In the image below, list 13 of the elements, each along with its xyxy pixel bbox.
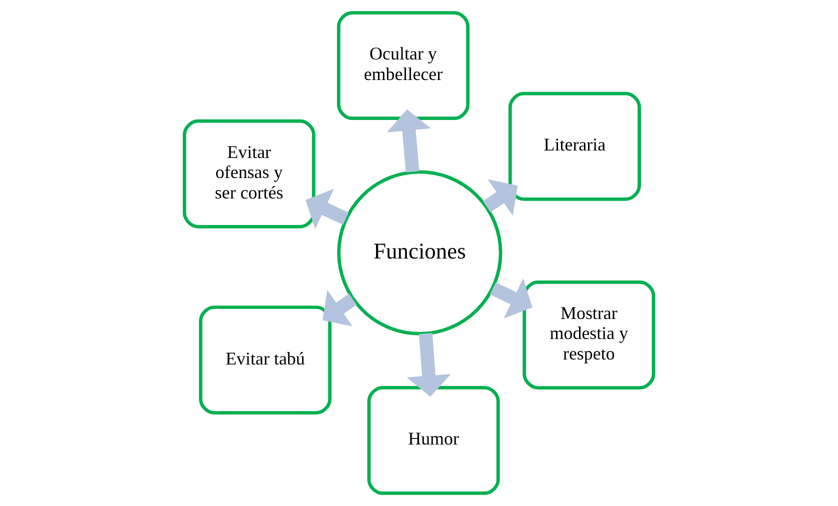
arrow — [322, 290, 357, 326]
node-box: Ocultar y embellecer — [336, 11, 470, 120]
arrow — [305, 188, 349, 229]
node-box: Humor — [367, 386, 500, 495]
node-circle: Funciones — [337, 170, 502, 336]
arrow — [386, 109, 431, 172]
arrow — [482, 179, 518, 216]
node-box: Literaria — [508, 92, 641, 201]
node-box: Evitar ofensas y ser cortés — [182, 119, 316, 228]
node-box: Mostrar modestia y respeto — [522, 280, 656, 390]
node-box: Evitar tabú — [198, 306, 332, 415]
arrow — [406, 332, 451, 397]
arrow — [490, 278, 532, 318]
